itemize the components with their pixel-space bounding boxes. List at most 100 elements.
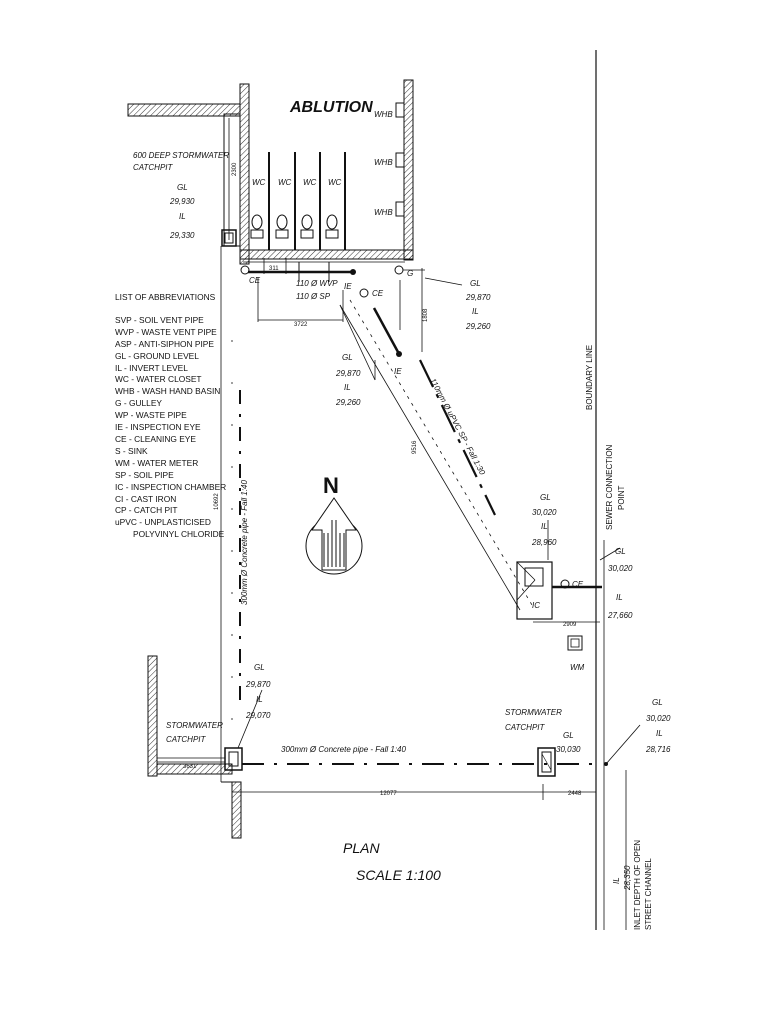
sewer-label-2: POINT bbox=[617, 485, 626, 510]
sewer-il-value: 27,660 bbox=[607, 611, 633, 620]
horizontal-concrete-pipe: 12077 2448 300mm Ø Concrete pipe - Fall … bbox=[232, 745, 596, 800]
wc-pan-3 bbox=[300, 214, 314, 239]
gulley-label: G bbox=[407, 269, 413, 278]
channel-il-value-rotated: 28,350 bbox=[623, 865, 632, 891]
abbreviation-item: ASP - ANTI-SIPHON PIPE bbox=[115, 338, 214, 349]
abbreviation-item: IC - INSPECTION CHAMBER bbox=[115, 481, 227, 492]
wc-pan-4 bbox=[325, 214, 339, 239]
wm-label: WM bbox=[570, 663, 585, 672]
plan-scale: SCALE 1:100 bbox=[356, 867, 441, 883]
ie-label-mid: IE bbox=[394, 367, 402, 376]
catchpit-left: 3631 STORMWATER CATCHPIT GL 29,870 IL 29… bbox=[157, 663, 271, 771]
sewer-label-1: SEWER CONNECTION bbox=[605, 444, 614, 530]
wc-cubicles: WC WC WC WC bbox=[250, 152, 346, 250]
abbreviation-item: CI - CAST IRON bbox=[115, 493, 177, 504]
vertical-pipe-label: 300mm Ø Concrete pipe - Fall 1:40 bbox=[240, 480, 249, 605]
sewer-gl: GL bbox=[615, 547, 626, 556]
horizontal-pipe-label: 300mm Ø Concrete pipe - Fall 1:40 bbox=[281, 745, 406, 754]
dimension-2300: 2300 bbox=[232, 162, 238, 176]
abbreviation-item: POLYVINYL CHLORIDE bbox=[133, 529, 225, 540]
catchpit-top-gl: GL bbox=[177, 183, 188, 192]
catchpit-top-label-1: 600 DEEP STORMWATER bbox=[133, 151, 229, 160]
wash-hand-basins: WHB WHB WHB bbox=[374, 102, 405, 217]
catchpit-top-gl-value: 29,930 bbox=[169, 197, 195, 206]
ic-label: IC bbox=[532, 601, 540, 610]
inspection-chamber: IC CE GL 30,020 IL 28,960 2909 WM bbox=[516, 493, 602, 672]
north-arrow: N bbox=[305, 473, 363, 575]
gulley-gl: GL bbox=[470, 279, 481, 288]
catchpit-top: 2300 600 DEEP STORMWATER CATCHPIT GL 29,… bbox=[133, 113, 241, 247]
abbreviation-item: IE - INSPECTION EYE bbox=[115, 422, 201, 433]
abbreviation-item: WC - WATER CLOSET bbox=[115, 374, 202, 385]
ie-label-top: IE bbox=[344, 282, 352, 291]
building-walls bbox=[127, 79, 414, 839]
whb-label-3: WHB bbox=[374, 208, 393, 217]
wc-label-3: WC bbox=[303, 178, 317, 187]
catchpit-right: STORMWATER CATCHPIT GL 30,030 bbox=[505, 708, 581, 777]
abbreviation-item: WP - WASTE PIPE bbox=[115, 410, 187, 421]
ie-gl: GL bbox=[342, 353, 353, 362]
wc-pan-1 bbox=[250, 214, 264, 239]
ie-il-value: 29,260 bbox=[335, 398, 361, 407]
catchpit-top-label-2: CATCHPIT bbox=[133, 163, 174, 172]
whb-label-2: WHB bbox=[374, 158, 393, 167]
catchpit-left-il: IL bbox=[256, 695, 263, 704]
ic-il-value: 28,960 bbox=[531, 538, 557, 547]
ablution-title: ABLUTION bbox=[289, 99, 373, 116]
abbreviation-item: WHB - WASH HAND BASIN bbox=[115, 386, 221, 397]
catchpit-top-il-value: 29,330 bbox=[169, 231, 195, 240]
abbreviation-item: WM - WATER METER bbox=[115, 457, 199, 468]
street-channel: GL 30,020 IL 28,716 IL 28,350 INLET DEPT… bbox=[604, 698, 671, 930]
sewer-gl-value: 30,020 bbox=[608, 564, 633, 573]
channel-gl: GL bbox=[652, 698, 663, 707]
dimension-3631: 3631 bbox=[183, 764, 197, 770]
gulley-gl-value: 29,870 bbox=[465, 293, 491, 302]
ie-il: IL bbox=[344, 383, 351, 392]
abbreviation-item: CE - CLEANING EYE bbox=[115, 433, 196, 444]
ic-il: IL bbox=[541, 522, 548, 531]
ic-gl: GL bbox=[540, 493, 551, 502]
abbreviation-item: WVP - WASTE VENT PIPE bbox=[115, 326, 217, 337]
abbreviation-item: SP - SOIL PIPE bbox=[115, 469, 174, 480]
diagonal-soil-pipe: 9516 110mm Ø uPVC SP - Fall 1:30 bbox=[339, 299, 533, 611]
channel-il-value: 28,716 bbox=[645, 745, 671, 754]
abbreviations-heading: LIST OF ABBREVIATIONS bbox=[115, 292, 216, 302]
sp-label: 110 Ø SP bbox=[296, 292, 331, 301]
boundary-line: BOUNDARY LINE bbox=[585, 50, 627, 930]
dimension-2909: 2909 bbox=[563, 622, 577, 628]
catchpit-right-gl: GL bbox=[563, 731, 574, 740]
ce-label-top-mid: CE bbox=[372, 289, 384, 298]
channel-gl-value: 30,020 bbox=[646, 714, 671, 723]
abbreviation-item: S - SINK bbox=[115, 445, 148, 456]
gulley-il: IL bbox=[472, 307, 479, 316]
abbreviations-list: LIST OF ABBREVIATIONS SVP - SOIL VENT PI… bbox=[115, 292, 226, 541]
catchpit-left-gl: GL bbox=[254, 663, 265, 672]
catchpit-right-gl-value: 30,030 bbox=[556, 745, 581, 754]
ie-gl-value: 29,870 bbox=[335, 369, 361, 378]
gulley-il-value: 29,260 bbox=[465, 322, 491, 331]
whb-label-1: WHB bbox=[374, 110, 393, 119]
abbreviation-item: G - GULLEY bbox=[115, 398, 163, 409]
sewer-il: IL bbox=[616, 593, 623, 602]
dimension-2448: 2448 bbox=[568, 791, 582, 797]
catchpit-left-label-2: CATCHPIT bbox=[166, 735, 207, 744]
vertical-concrete-pipe: 10692 300mm Ø Concrete pipe - Fall 1:40 bbox=[214, 246, 249, 782]
catchpit-right-label-2: CATCHPIT bbox=[505, 723, 546, 732]
channel-label-2: STREET CHANNEL bbox=[644, 858, 653, 930]
catchpit-left-gl-value: 29,870 bbox=[245, 680, 271, 689]
ic-gl-value: 30,020 bbox=[532, 508, 557, 517]
abbreviation-item: IL - INVERT LEVEL bbox=[115, 362, 188, 373]
diagonal-pipe-label: 110mm Ø uPVC SP - Fall 1:30 bbox=[428, 377, 487, 477]
ce-label-ic: CE bbox=[572, 580, 584, 589]
plan-title: PLAN bbox=[343, 840, 380, 856]
boundary-label: BOUNDARY LINE bbox=[585, 345, 594, 410]
channel-il: IL bbox=[656, 729, 663, 738]
abbreviation-item: SVP - SOIL VENT PIPE bbox=[115, 314, 204, 325]
catchpit-left-label-1: STORMWATER bbox=[166, 721, 223, 730]
dimension-1808: 1808 bbox=[423, 308, 429, 322]
catchpit-right-label-1: STORMWATER bbox=[505, 708, 562, 717]
ce-label-top-left: CE bbox=[249, 276, 261, 285]
wc-label-2: WC bbox=[278, 178, 292, 187]
wc-label-4: WC bbox=[328, 178, 342, 187]
north-label: N bbox=[323, 473, 339, 498]
